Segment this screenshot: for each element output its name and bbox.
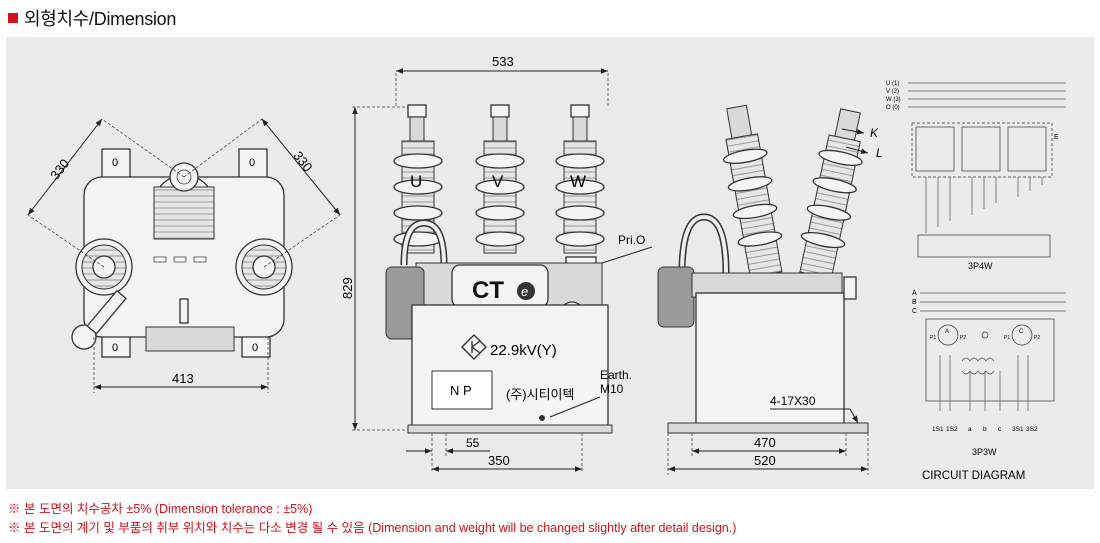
svg-text:0: 0: [112, 157, 118, 169]
p1-right: P1: [1004, 335, 1010, 341]
k-logo-icon: [461, 334, 487, 360]
phase-v: V: [492, 172, 504, 191]
note-change: ※ 본 도면의 계기 및 부품의 취부 위치와 치수는 다소 변경 될 수 있음…: [8, 521, 737, 535]
p1-left: P1: [930, 335, 936, 341]
line-c: C: [912, 308, 917, 315]
note-tolerance: ※ 본 도면의 치수공차 ±5% (Dimension tolerance : …: [8, 502, 313, 516]
label-k: K: [870, 126, 879, 140]
term-c: c: [998, 426, 1002, 433]
e-label: E: [1054, 134, 1059, 141]
earth-label: Earth.: [600, 368, 632, 382]
title-3p4w: 3P4W: [968, 261, 993, 271]
circuit-3p3w: A B C A C P1 P2 P1 P2 1S1 1S2 a b c 3S1 …: [912, 290, 1066, 482]
line-w: W (3): [886, 97, 901, 103]
dim-330-right: 330: [290, 148, 315, 174]
dimension-drawing: 0 0 0 0 330 330: [27, 54, 1066, 482]
term-a: a: [968, 426, 972, 433]
circuit-caption: CIRCUIT DIAGRAM: [922, 470, 1025, 482]
circuit-3p4w: U (1) V (2) W (3) O (0) E 3P4W: [886, 81, 1066, 271]
label-prio: Pri.O: [618, 233, 645, 247]
dim-470: 470: [754, 435, 776, 450]
label-l: L: [876, 146, 883, 160]
line-o: O (0): [886, 105, 900, 111]
svg-text:0: 0: [252, 342, 258, 354]
line-u: U (1): [886, 81, 899, 87]
phase-u: U: [410, 172, 422, 191]
maker-name: (주)시티이텍: [506, 387, 574, 402]
p2-right: P2: [1034, 335, 1040, 341]
line-v: V (2): [886, 89, 899, 95]
voltage-rating: 22.9kV(Y): [490, 342, 557, 359]
top-view: 0 0 0 0 330 330: [27, 118, 341, 393]
dim-829: 829: [340, 277, 355, 299]
title-3p3w: 3P3W: [972, 447, 997, 457]
ct-a: A: [945, 329, 949, 335]
dim-413: 413: [172, 371, 194, 386]
svg-text:0: 0: [112, 342, 118, 354]
term-1s1: 1S1: [932, 426, 944, 433]
dim-55: 55: [466, 436, 480, 450]
front-view: 533 829 U V: [340, 54, 653, 473]
term-3s2: 3S2: [1026, 426, 1038, 433]
section-header: 외형치수/Dimension: [8, 5, 176, 31]
earth-m10: M10: [600, 382, 624, 396]
section-title: 외형치수/Dimension: [24, 9, 177, 29]
phase-w: W: [570, 172, 586, 191]
np-plate: N P: [450, 383, 472, 398]
dim-533: 533: [492, 54, 514, 69]
p2-left: P2: [960, 335, 966, 341]
line-a: A: [912, 290, 917, 297]
side-view: K L 4-17X30 470 520: [657, 104, 883, 475]
svg-text:0: 0: [249, 157, 255, 169]
brand-logo: CT: [472, 277, 504, 304]
line-b: B: [912, 299, 917, 306]
ct-c: C: [1019, 329, 1024, 335]
red-square-icon: [8, 13, 18, 23]
term-b: b: [983, 426, 987, 433]
notes: ※ 본 도면의 치수공차 ±5% (Dimension tolerance : …: [8, 500, 736, 538]
term-3s1: 3S1: [1012, 426, 1024, 433]
dim-330-left: 330: [47, 156, 72, 182]
dim-520: 520: [754, 453, 776, 468]
holes-label: 4-17X30: [770, 394, 816, 408]
term-1s2: 1S2: [946, 426, 958, 433]
brand-logo-e: e: [521, 284, 528, 299]
dim-350: 350: [488, 453, 510, 468]
